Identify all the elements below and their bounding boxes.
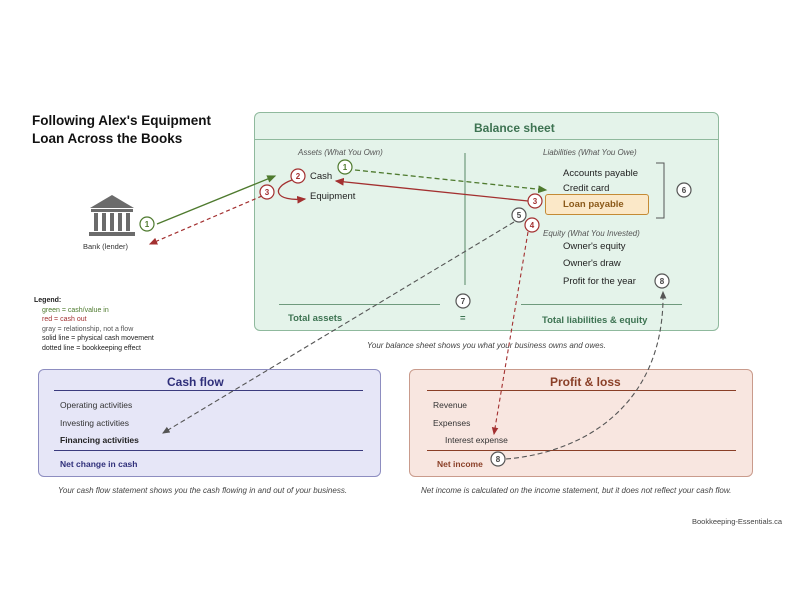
step-marker-1-loan-recorded: 1 (337, 159, 353, 175)
arrow-cash-to-bank (148, 195, 263, 245)
loan-payable-highlight (545, 194, 649, 215)
profit-loss-panel (409, 369, 753, 477)
arrow-net-income-to-profit (505, 290, 667, 460)
balance-sheet-title: Balance sheet (474, 121, 555, 135)
bank-icon (89, 195, 135, 236)
legend-heading: Legend: (34, 297, 62, 304)
profit-loss-total-rule (427, 450, 736, 451)
cash-flow-caption: Your cash flow statement shows you the c… (58, 486, 348, 495)
arrow-cash-to-loan-payable (354, 169, 548, 194)
balance-sheet-panel (254, 112, 719, 331)
svg-text:2: 2 (296, 172, 301, 181)
page-title-line-2: Loan Across the Books (32, 131, 183, 146)
legend-green: green = cash/value in (42, 306, 109, 314)
balance-sheet-caption: Your balance sheet shows you what your b… (367, 341, 606, 350)
liabilities-heading: Liabilities (What You Owe) (543, 148, 637, 157)
footer-credit: Bookkeeping-Essentials.ca (692, 517, 783, 526)
net-change-in-cash: Net change in cash (60, 459, 138, 469)
profit-loss-caption: Net income is calculated on the income s… (421, 486, 732, 495)
profit-loss-title-rule (427, 390, 736, 391)
svg-text:4: 4 (530, 221, 535, 230)
cash-flow-title: Cash flow (167, 375, 224, 389)
equity-owners-draw: Owner's draw (563, 258, 621, 269)
liability-loan-payable: Loan payable (563, 199, 624, 210)
svg-text:7: 7 (461, 297, 466, 306)
assets-heading: Assets (What You Own) (298, 148, 383, 157)
cash-flow-panel (38, 369, 381, 477)
total-assets-label: Total assets (288, 313, 343, 324)
step-marker-4: 4 (524, 217, 540, 233)
page-title: Following Alex's Equipment Loan Across t… (32, 112, 252, 148)
liabilities-bracket (656, 162, 665, 219)
total-liabilities-equity-label: Total liabilities & equity (542, 315, 648, 326)
legend-gray: gray = relationship, not a flow (42, 325, 134, 333)
step-marker-6: 6 (676, 182, 692, 198)
cash-flow-title-rule (54, 390, 363, 391)
balance-sheet-title-divider (254, 139, 719, 140)
pl-revenue: Revenue (433, 400, 468, 410)
legend-solid: solid line = physical cash movement (42, 335, 154, 342)
step-marker-7: 7 (455, 293, 471, 309)
equals-sign: = (460, 313, 466, 324)
step-marker-3-loan-payable: 3 (527, 193, 543, 209)
equity-heading: Equity (What You Invested) (543, 229, 640, 238)
svg-text:8: 8 (660, 277, 665, 286)
svg-text:3: 3 (533, 197, 538, 206)
pl-expenses: Expenses (433, 418, 471, 428)
step-marker-8-profit: 8 (654, 273, 670, 289)
svg-text:1: 1 (145, 220, 150, 229)
arrow-loan-payable-to-cash (334, 177, 529, 202)
pl-interest-expense: Interest expense (445, 435, 508, 445)
cash-flow-financing: Financing activities (60, 435, 139, 445)
cash-flow-investing: Investing activities (60, 418, 129, 428)
assets-total-rule (279, 304, 440, 305)
svg-text:1: 1 (343, 163, 348, 172)
step-marker-2-cash: 2 (290, 168, 306, 184)
equity-profit-for-year: Profit for the year (563, 276, 636, 287)
svg-text:5: 5 (517, 211, 522, 220)
legend-dotted: dotted line = bookkeeping effect (42, 344, 141, 352)
arrow-loan-to-interest-expense (491, 231, 529, 436)
step-marker-1-bank: 1 (139, 216, 155, 232)
step-marker-3-bank-return: 3 (259, 184, 275, 200)
equity-owners-equity: Owner's equity (563, 241, 626, 252)
cash-flow-operating: Operating activities (60, 400, 133, 410)
legend-red: red = cash out (42, 316, 87, 323)
arrow-bank-to-cash (156, 175, 277, 225)
step-marker-8-net-income: 8 (490, 451, 506, 467)
page-title-line-1: Following Alex's Equipment (32, 113, 211, 128)
liability-accounts-payable: Accounts payable (563, 168, 638, 179)
step-marker-5: 5 (511, 207, 527, 223)
legend: Legend: green = cash/value in red = cash… (34, 296, 154, 353)
svg-text:8: 8 (496, 455, 501, 464)
asset-cash: Cash (310, 171, 333, 182)
svg-text:3: 3 (265, 188, 270, 197)
arrow-cash-to-equipment (277, 179, 307, 204)
liabilities-total-rule (521, 304, 682, 305)
asset-equipment: Equipment (310, 191, 356, 202)
net-income: Net income (437, 459, 483, 469)
arrow-loan-to-financing (162, 221, 515, 434)
bank-label: Bank (lender) (83, 242, 129, 251)
profit-loss-title: Profit & loss (550, 375, 621, 389)
svg-text:6: 6 (682, 186, 687, 195)
cash-flow-total-rule (54, 450, 363, 451)
liability-credit-card: Credit card (563, 183, 610, 194)
